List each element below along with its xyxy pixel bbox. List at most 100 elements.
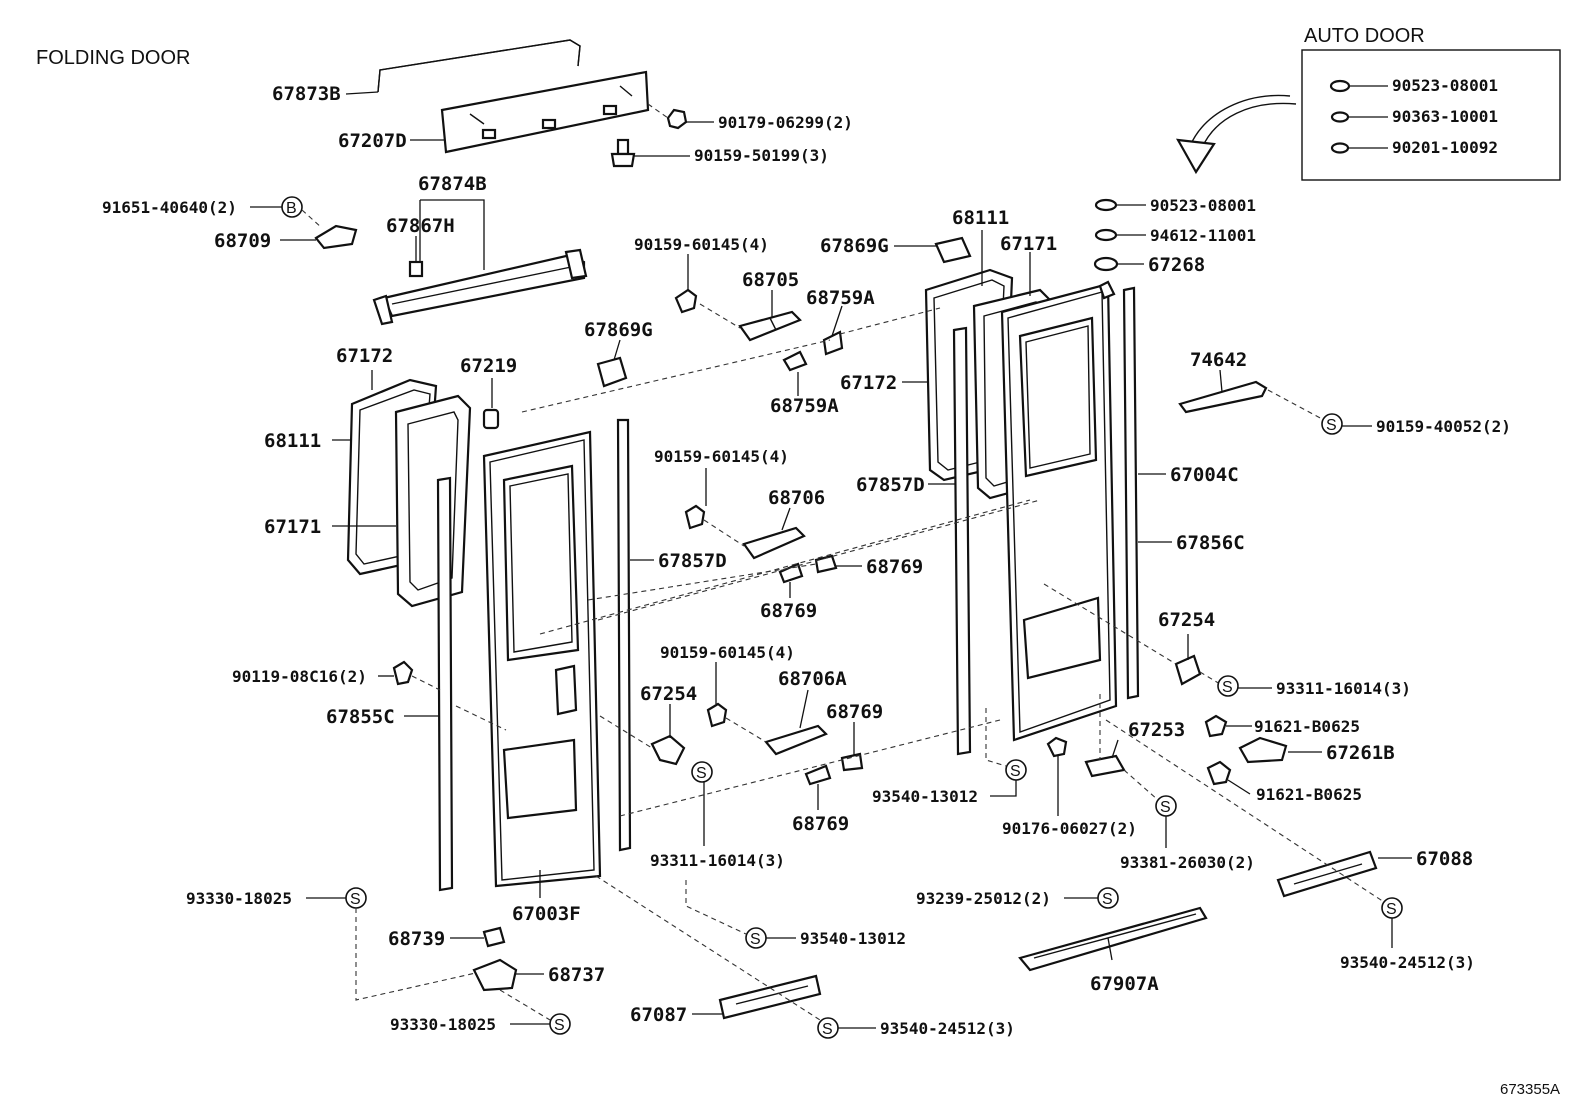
label-93540-13012-left: 93540-13012 <box>800 929 906 948</box>
bolt-91621-b0625-b: 91621-B0625 <box>1206 760 1362 804</box>
label-90159-40052: 90159-40052(2) <box>1376 417 1511 436</box>
washer-90523-08001: 90523-08001 <box>1094 196 1256 215</box>
roller-67261b: 67261B <box>1238 736 1395 764</box>
label-68769-c: 68769 <box>826 701 883 723</box>
label-68111-left: 68111 <box>264 430 321 452</box>
symbol-s: S <box>1102 891 1113 908</box>
label-67857d-left: 67857D <box>658 550 727 572</box>
symbol-s: S <box>1222 679 1233 696</box>
top-plate-67207d: 67207D <box>338 70 650 154</box>
label-90159-60145-c: 90159-60145(4) <box>660 643 795 662</box>
symbol-s: S <box>1326 417 1337 434</box>
label-68759a-b: 68759A <box>770 395 839 417</box>
label-68705: 68705 <box>742 269 799 291</box>
label-68769-b: 68769 <box>760 600 817 622</box>
label-93330-18025-a: 93330-18025 <box>186 889 292 908</box>
label-93540-13012-right: 93540-13012 <box>872 787 978 806</box>
screw-93381-26030: S 93381-26030(2) <box>1120 769 1255 872</box>
washer-94612-11001: 94612-11001 <box>1094 226 1256 245</box>
label-67004c: 67004C <box>1170 464 1239 486</box>
strip-67857d-right: 67857D <box>856 326 972 756</box>
screw-90159-40052: S 90159-40052(2) <box>1321 413 1511 436</box>
label-67869g-a: 67869G <box>584 319 653 341</box>
bumper-67867h: 67867H <box>386 215 455 278</box>
auto-door-part-3: 90201-10092 <box>1392 138 1498 157</box>
bolt-90119-08c16: 90119-08C16(2) <box>232 660 441 691</box>
auto-door-title: AUTO DOOR <box>1304 25 1425 47</box>
label-74642: 74642 <box>1190 349 1247 371</box>
drawing-code: 673355A <box>1500 1081 1560 1098</box>
label-68759a-a: 68759A <box>806 287 875 309</box>
label-68709: 68709 <box>214 230 271 252</box>
screw-93540-13012-right: S 93540-13012 <box>872 708 1027 806</box>
stopper-67219: 67219 <box>460 339 831 430</box>
label-93381-26030: 93381-26030(2) <box>1120 853 1255 872</box>
symbol-s: S <box>1160 799 1171 816</box>
label-67207d: 67207D <box>338 130 407 152</box>
strip-67856c: 67004C 67856C <box>1122 286 1245 700</box>
auto-door-washer-1: 90523-08001 <box>1329 76 1498 95</box>
label-94612-11001: 94612-11001 <box>1150 226 1256 245</box>
nut-90179-06299: 90179-06299(2) <box>647 103 853 132</box>
label-90159-60145-a: 90159-60145(4) <box>634 235 769 254</box>
bolt-91621-b0625-a: 91621-B0625 <box>1204 714 1360 738</box>
symbol-s: S <box>822 1021 833 1038</box>
label-68111-right: 68111 <box>952 207 1009 229</box>
strip-67855c: 67855C <box>326 476 454 892</box>
label-93540-24512-left: 93540-24512(3) <box>880 1019 1015 1038</box>
screw-93330-18025-b: S 93330-18025 <box>390 1013 571 1035</box>
label-90119-08c16: 90119-08C16(2) <box>232 667 367 686</box>
label-67254-right: 67254 <box>1158 609 1215 631</box>
label-93540-24512-right: 93540-24512(3) <box>1340 953 1475 972</box>
guide-67088: 67088 <box>1105 719 1473 903</box>
auto-door-washer-2: 90363-10001 <box>1330 107 1498 126</box>
screw-93540-24512-left: S 93540-24512(3) <box>817 1017 1015 1039</box>
hinge-68706: 90159-60145(4) 68706 68769 68769 <box>654 447 923 622</box>
label-91651-40640: 91651-40640(2) <box>102 198 237 217</box>
label-90179-06299: 90179-06299(2) <box>718 113 853 132</box>
label-67254-left: 67254 <box>640 683 697 705</box>
label-67087: 67087 <box>630 1004 687 1026</box>
window-frames-left: 67172 68111 67171 <box>264 345 472 608</box>
label-67003f: 67003F <box>512 903 581 925</box>
label-68706: 68706 <box>768 487 825 509</box>
top-seal-67873b: 67873B <box>272 39 581 105</box>
label-67172-left: 67172 <box>336 345 393 367</box>
label-67253: 67253 <box>1128 719 1185 741</box>
roller-68737: 68737 <box>472 958 605 1021</box>
label-93311-16014-left: 93311-16014(3) <box>650 851 785 870</box>
label-93330-18025-b: 93330-18025 <box>390 1015 496 1034</box>
label-68769-d: 68769 <box>792 813 849 835</box>
symbol-s: S <box>696 765 707 782</box>
label-67873b: 67873B <box>272 83 341 105</box>
label-67219: 67219 <box>460 355 517 377</box>
label-93311-16014-right: 93311-16014(3) <box>1276 679 1411 698</box>
auto-door-box <box>1301 49 1561 181</box>
bushing-67268: 67268 <box>1093 254 1205 276</box>
plate-68759a: 68759A 68759A <box>770 287 875 417</box>
label-67268: 67268 <box>1148 254 1205 276</box>
auto-door-arrow <box>1175 94 1297 175</box>
label-67867h: 67867H <box>386 215 455 237</box>
auto-door-part-2: 90363-10001 <box>1392 107 1498 126</box>
label-67856c: 67856C <box>1176 532 1245 554</box>
pin-68739: 68739 <box>388 926 506 950</box>
label-90523-08001: 90523-08001 <box>1150 196 1256 215</box>
symbol-s: S <box>554 1017 565 1034</box>
label-67088: 67088 <box>1416 848 1473 870</box>
label-67171-right: 67171 <box>1000 233 1057 255</box>
guide-67087: 67087 <box>595 875 822 1026</box>
label-90159-50199: 90159-50199(3) <box>694 146 829 165</box>
symbol-s: S <box>1010 763 1021 780</box>
auto-door-part-1: 90523-08001 <box>1392 76 1498 95</box>
catch-67253: 67253 <box>1084 694 1185 778</box>
screw-93239-25012: S 93239-25012(2) <box>916 887 1119 909</box>
label-67172-right: 67172 <box>840 372 897 394</box>
label-67869g-b: 67869G <box>820 235 889 257</box>
door-panel-67004c <box>1000 280 1118 742</box>
symbol-s: S <box>750 931 761 948</box>
label-68706a: 68706A <box>778 668 847 690</box>
label-67171-left: 67171 <box>264 516 321 538</box>
hinge-68706a: 90159-60145(4) 68706A 68769 68769 <box>660 643 883 835</box>
